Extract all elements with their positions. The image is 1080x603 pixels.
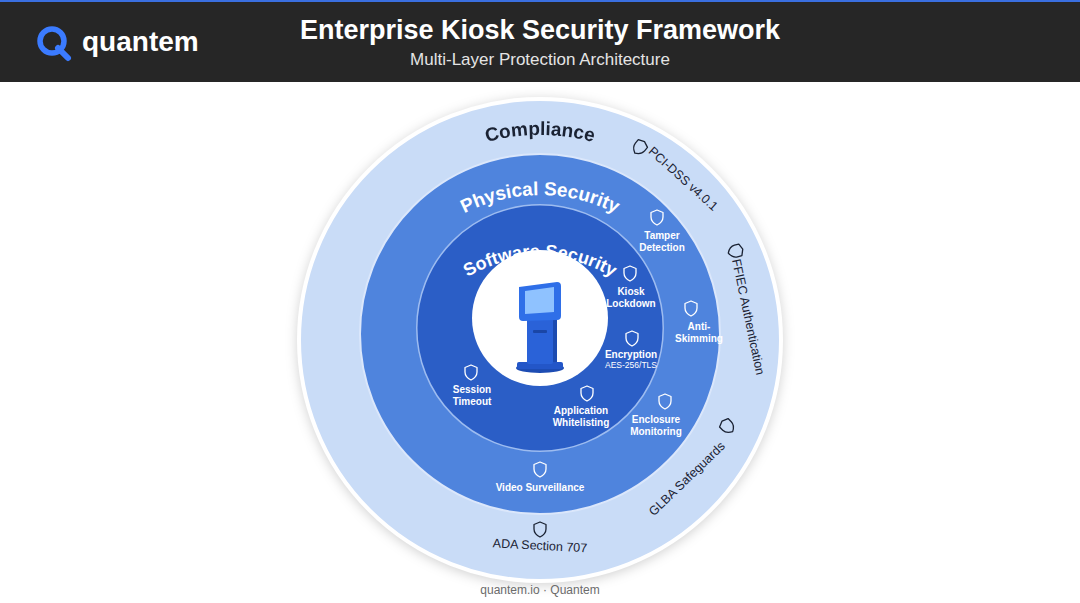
physical-item: Tamper Detection: [632, 230, 692, 253]
compliance-item: FFIEC Authentication: [729, 258, 768, 377]
kiosk-illustration: [516, 282, 564, 373]
ring-circle: [417, 205, 664, 452]
compliance-item: PCI-DSS v4.0.1: [645, 144, 720, 214]
subtitle: Multi-Layer Protection Architecture: [410, 50, 670, 70]
ring-circle: [360, 154, 720, 514]
software-item-detail: AES-256/TLS: [605, 361, 657, 371]
shield-icons: [465, 138, 744, 537]
compliance-ring: CompliancePhysical SecuritySoftware Secu…: [297, 97, 783, 583]
logo-icon: [0, 0, 80, 82]
software-item: Encryption: [605, 349, 657, 361]
kiosk-backdrop: [472, 250, 608, 386]
software-item: Session Timeout: [444, 384, 500, 407]
logo-wordmark: quantem: [82, 26, 199, 58]
physical-security-ring: Physical SecuritySoftware Security: [359, 153, 721, 515]
header-bar: [0, 0, 1080, 82]
software-item: Application Whitelisting: [546, 405, 616, 428]
compliance-item: GLBA Safeguards: [646, 439, 728, 519]
ring-circle: [299, 99, 781, 581]
page-title: Enterprise Kiosk Security Framework: [300, 15, 780, 46]
footer-caption: quantem.io · Quantem: [480, 584, 599, 598]
software-item: Kiosk Lockdown: [603, 286, 659, 309]
compliance-item: ADA Section 707: [492, 536, 587, 555]
physical-item: Video Surveillance: [496, 482, 585, 494]
physical-item: Anti-Skimming: [672, 321, 727, 344]
physical-item: Enclosure Monitoring: [624, 414, 688, 437]
ring-outline: Software Security: [416, 204, 664, 452]
software-security-ring: Software Security: [416, 204, 664, 452]
ring-title: Software Security: [460, 241, 620, 281]
ring-title: Compliance: [483, 118, 597, 146]
